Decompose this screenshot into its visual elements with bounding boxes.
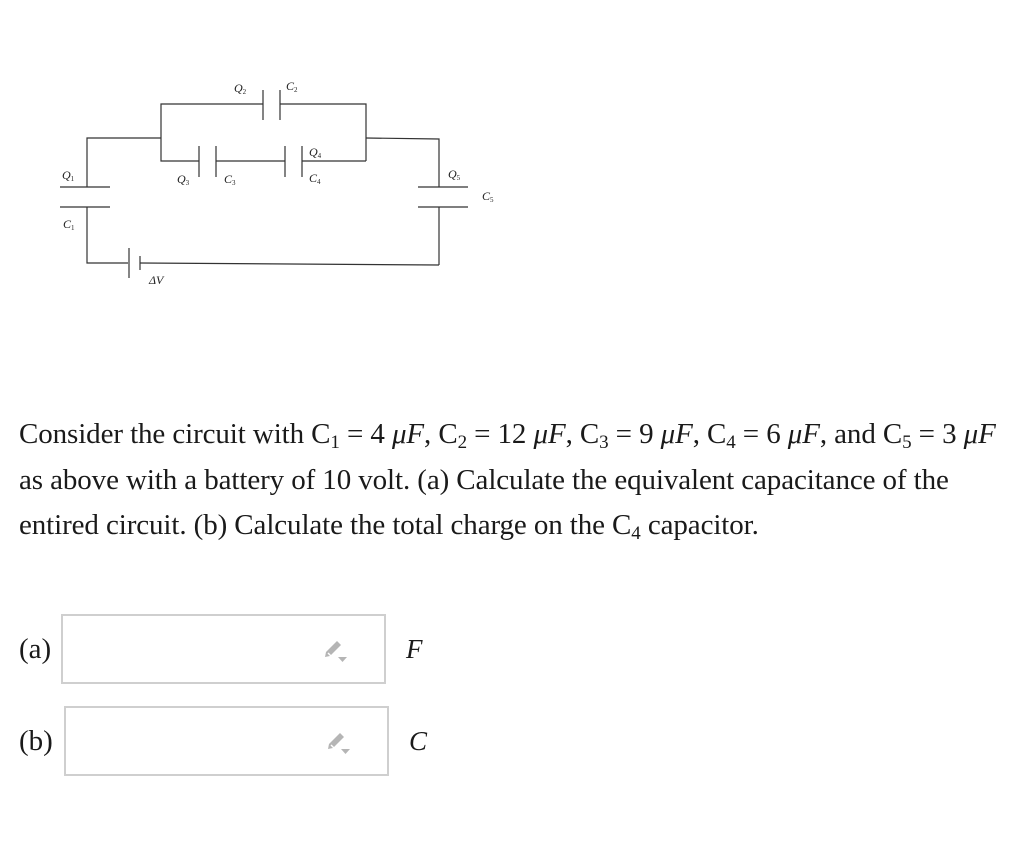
pencil-dropdown-icon[interactable] [322,638,348,664]
q1-label: Q1 [62,168,75,183]
answer-box-b[interactable] [64,706,389,776]
question-text: Consider the circuit with C1 = 4 μF, C2 … [19,418,996,544]
battery-label: ΔV [148,273,165,287]
unit-label-a: F [406,633,423,664]
answer-label-b: (b) [19,724,53,757]
c3-label: C3 [224,172,236,187]
c1-label: C1 [63,217,75,232]
answer-input-a[interactable] [71,616,305,684]
c5-label: C5 [482,189,494,204]
unit-label-b: C [409,725,428,756]
answer-row-a: (a) F [19,614,423,684]
q2-label: Q2 [234,81,247,96]
pencil-dropdown-icon[interactable] [325,730,351,756]
answer-label-a: (a) [19,632,52,665]
c2-label: C2 [286,79,298,94]
answer-box-a[interactable] [61,614,386,684]
answer-input-b[interactable] [74,708,308,776]
q3-label: Q3 [177,172,190,187]
q5-label: Q5 [448,167,461,182]
c4-label: C4 [309,171,321,186]
answer-row-b: (b) C [19,706,427,776]
q4-label: Q4 [309,145,322,160]
circuit-diagram: Q1 C1 Q2 C2 Q3 C3 Q4 C4 Q5 C5 ΔV [50,60,510,290]
circuit-svg: Q1 C1 Q2 C2 Q3 C3 Q4 C4 Q5 C5 ΔV [60,79,494,287]
